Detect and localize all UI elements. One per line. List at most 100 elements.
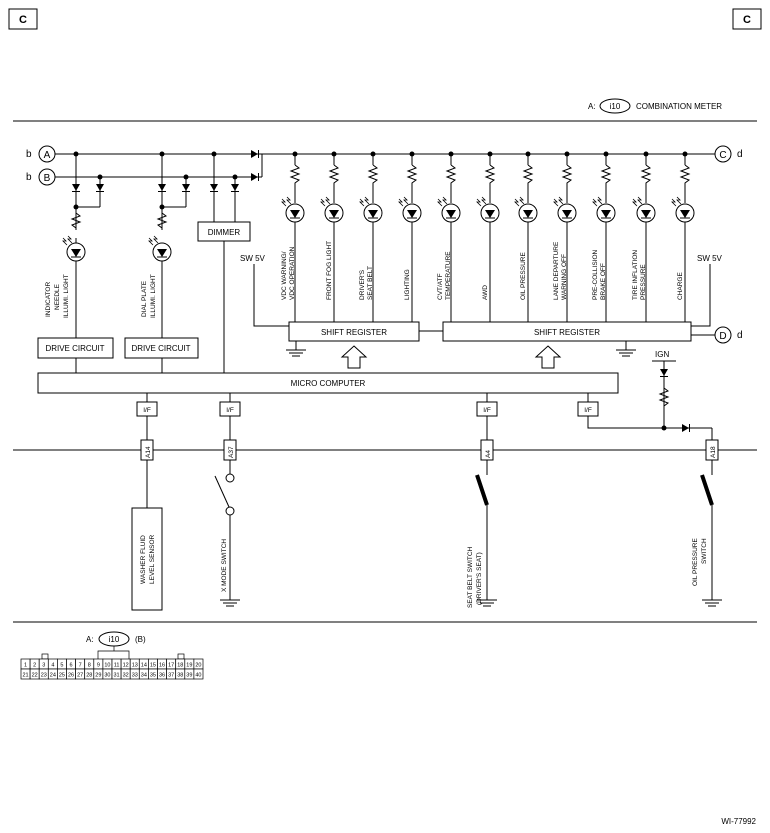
dimmer-label: DIMMER bbox=[208, 228, 241, 237]
connector-pin-label: 33 bbox=[132, 673, 138, 679]
connector-pin-label: 36 bbox=[159, 673, 165, 679]
connector-pin-label: 38 bbox=[177, 673, 183, 679]
connector-pin-label: 7 bbox=[79, 663, 82, 669]
lamp-label: FRONT FOG LIGHT bbox=[326, 241, 333, 300]
connector-pin-label: 19 bbox=[186, 663, 192, 669]
connector-pin-label: 10 bbox=[104, 663, 110, 669]
connector-pin-label: 8 bbox=[88, 663, 91, 669]
warning-lamp-icon bbox=[437, 196, 461, 223]
connector-pin-label: 39 bbox=[186, 673, 192, 679]
lamp-label: CHARGE bbox=[677, 272, 684, 300]
interface-3-label: I/F bbox=[483, 407, 491, 414]
corner-label-right: C bbox=[743, 14, 751, 26]
header-prefix: A: bbox=[588, 102, 596, 111]
lamp-column: VDC WARNING/VDC OPERATION bbox=[281, 151, 305, 322]
illum-circuit-1 bbox=[62, 151, 105, 338]
ground-icon bbox=[701, 599, 723, 607]
lamp-label: LIGHTING bbox=[404, 269, 411, 300]
lamp-label: OIL PRESSURE bbox=[520, 252, 527, 300]
pin-a37-label: A37 bbox=[228, 446, 235, 458]
illum-1-line2: NEEDLE bbox=[54, 283, 61, 310]
connector-pin-label: 35 bbox=[150, 673, 156, 679]
drive-circuit-1-label: DRIVE CIRCUIT bbox=[45, 344, 104, 353]
connector-pin-label: 27 bbox=[77, 673, 83, 679]
oil-line2: SWITCH bbox=[701, 538, 708, 564]
lamp-label: PRE-COLLISION bbox=[592, 249, 599, 300]
interface-column-3 bbox=[475, 393, 498, 600]
connector-pin-label: 32 bbox=[123, 673, 129, 679]
lamp-column: AWD bbox=[476, 151, 500, 322]
micro-computer-label: MICRO COMPUTER bbox=[291, 379, 366, 388]
junction-dot bbox=[232, 174, 238, 180]
connector-pin-label: 14 bbox=[141, 663, 147, 669]
warning-lamp-icon bbox=[632, 196, 656, 223]
connector-pin-label: 18 bbox=[177, 663, 183, 669]
legend-prefix: A: bbox=[86, 635, 94, 644]
lamp-label: CVT/ATF bbox=[437, 273, 444, 300]
warning-lamp-icon bbox=[359, 196, 383, 223]
pin-a18-label: A18 bbox=[710, 446, 717, 458]
warning-lamp-icon bbox=[592, 196, 616, 223]
terminal-b-wire-label: b bbox=[26, 172, 32, 183]
ground-icon bbox=[615, 349, 637, 357]
terminal-a-label: A bbox=[44, 150, 51, 161]
diode-icon bbox=[230, 183, 240, 192]
connector-pin-label: 29 bbox=[95, 673, 101, 679]
illum-lamp-icon bbox=[148, 235, 172, 262]
connector-pin-label: 17 bbox=[168, 663, 174, 669]
terminal-d-wire-label: d bbox=[737, 330, 743, 341]
ign-diode-icon bbox=[659, 368, 669, 377]
illum-2-line2: ILLUMI. LIGHT bbox=[150, 274, 157, 318]
junction-dot bbox=[211, 151, 217, 157]
connector-pin-label: 16 bbox=[159, 663, 165, 669]
lamp-label: BRAKE OFF bbox=[600, 263, 607, 300]
lamp-column: CHARGE bbox=[671, 151, 695, 322]
oil-line1: OIL PRESSURE bbox=[692, 538, 699, 586]
data-arrow-1-icon bbox=[340, 345, 368, 369]
interface-column-4 bbox=[577, 393, 719, 600]
lamp-label: DRIVER'S bbox=[359, 269, 366, 300]
warning-lamp-icon bbox=[476, 196, 500, 223]
connector-pin-label: 1 bbox=[24, 663, 27, 669]
ign-label: IGN bbox=[655, 350, 669, 359]
lamp-label: TEMPERATURE bbox=[445, 251, 452, 300]
connector-pin-label: 37 bbox=[168, 673, 174, 679]
connector-pin-label: 40 bbox=[195, 673, 201, 679]
terminal-c-wire-label: d bbox=[737, 149, 743, 160]
ground-icon bbox=[219, 599, 241, 607]
sw5v-right-wire bbox=[691, 264, 711, 327]
connector-pin-label: 13 bbox=[132, 663, 138, 669]
ground-icon bbox=[285, 349, 307, 357]
warning-lamp-icon bbox=[320, 196, 344, 223]
figure-id: WI-77992 bbox=[721, 817, 756, 826]
connector-pin-label: 11 bbox=[114, 663, 120, 669]
connector-pin-label: 30 bbox=[104, 673, 110, 679]
seatbelt-line1: SEAT BELT SWITCH bbox=[467, 546, 474, 608]
lamp-label: VDC OPERATION bbox=[289, 246, 296, 300]
warning-lamp-icon bbox=[398, 196, 422, 223]
lamp-label: PRESSURE bbox=[640, 264, 647, 300]
connector-pin-label: 25 bbox=[59, 673, 65, 679]
terminal-c-label: C bbox=[719, 150, 726, 161]
terminal-b-label: B bbox=[44, 173, 51, 184]
connector-pin-label: 34 bbox=[141, 673, 147, 679]
connector-pin-label: 31 bbox=[113, 673, 119, 679]
micro-computer bbox=[37, 372, 619, 394]
diode-icon bbox=[209, 183, 219, 192]
data-arrow-2-icon bbox=[534, 345, 562, 369]
corner-box-right bbox=[732, 8, 762, 30]
lamp-label: SEAT BELT bbox=[367, 266, 374, 300]
connector-pin-label: 2 bbox=[33, 663, 36, 669]
warning-lamp-icon bbox=[671, 196, 695, 223]
connector-pin-label: 26 bbox=[68, 673, 74, 679]
illum-lamp-icon bbox=[62, 235, 86, 262]
connector-pin-label: 20 bbox=[195, 663, 201, 669]
washer-line2: LEVEL SENSOR bbox=[149, 534, 156, 584]
connector-pin-label: 23 bbox=[41, 673, 47, 679]
